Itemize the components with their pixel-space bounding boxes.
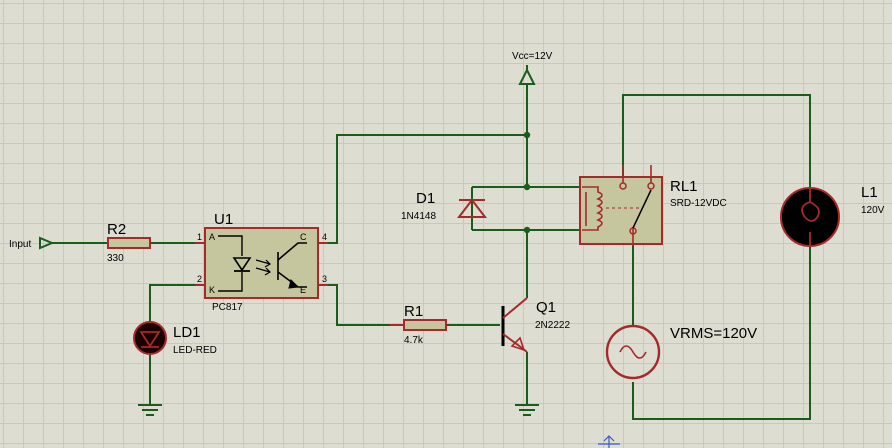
l1-filament-icon <box>801 188 820 246</box>
u1-cathode-label: K <box>209 285 215 295</box>
ac-sine-icon <box>619 345 647 359</box>
u1-light-arrow-icon <box>255 259 271 276</box>
vcc-terminal[interactable]: Vcc=12V <box>512 51 553 85</box>
l1-value-label: 120V <box>861 205 885 216</box>
rl1-coil-icon <box>582 186 603 231</box>
rl1-switch-arm <box>632 189 652 229</box>
ld1-value-label: LED-RED <box>173 345 217 356</box>
wire-u1pin4-vcc <box>318 134 527 244</box>
l1-ref-label: L1 <box>861 184 878 201</box>
relay-rl1[interactable]: RL1 SRD-12VDC <box>579 165 727 246</box>
junction-vcc <box>523 131 531 139</box>
origin-marker <box>598 435 620 448</box>
r2-value-label: 330 <box>107 253 124 264</box>
resistor-r2[interactable]: R2 330 <box>107 221 151 264</box>
u1-pin3-label: 3 <box>322 274 327 284</box>
ld1-body <box>133 321 167 355</box>
q1-emitter-arrow <box>510 336 526 352</box>
q1-ref-label: Q1 <box>536 299 556 316</box>
input-arrow-icon <box>39 236 55 250</box>
rl1-value-label: SRD-12VDC <box>670 198 727 209</box>
ac-label: VRMS=120V <box>670 325 757 342</box>
vcc-arrow-icon <box>518 67 536 85</box>
ac-body <box>605 324 661 380</box>
ld1-diode-icon <box>139 331 161 348</box>
rl1-contact-lines <box>622 165 652 246</box>
d1-diode-icon <box>456 198 488 218</box>
wire-u1pin3-r1 <box>318 284 390 326</box>
u1-emitter-arrow <box>288 279 300 289</box>
input-label: Input <box>9 239 31 250</box>
r2-body <box>107 237 151 249</box>
u1-led-wires <box>218 235 243 292</box>
d1-value-label: 1N4148 <box>401 211 436 222</box>
diode-d1[interactable]: D1 1N4148 <box>401 190 488 222</box>
u1-collector-label: C <box>300 232 307 242</box>
u1-led-icon <box>232 257 252 272</box>
r1-ref-label: R1 <box>404 303 423 320</box>
r1-value-label: 4.7k <box>404 335 424 346</box>
d1-ref-label: D1 <box>416 190 435 207</box>
u1-pin2-label: 2 <box>197 274 202 284</box>
resistor-r1[interactable]: R1 4.7k <box>390 303 447 346</box>
ac-source[interactable]: VRMS=120V <box>605 324 757 380</box>
crosshair-icon <box>598 435 620 448</box>
r1-body <box>403 319 447 331</box>
ground-icon <box>515 404 539 416</box>
transistor-q1[interactable]: Q1 2N2222 <box>501 297 570 353</box>
junction-d1-top <box>523 183 531 191</box>
r2-ref-label: R2 <box>107 221 126 238</box>
wire-u1pin2-led <box>149 284 205 322</box>
u1-pin4-label: 4 <box>322 232 327 242</box>
junctions <box>523 131 531 234</box>
q1-value-label: 2N2222 <box>535 320 570 331</box>
rl1-nc-contact <box>619 182 627 190</box>
wire-relay-no-lamp <box>622 94 811 188</box>
u1-ref-label: U1 <box>214 211 233 228</box>
led-ld1[interactable]: LD1 LED-RED <box>133 321 217 356</box>
u1-value-label: PC817 <box>212 302 243 313</box>
u1-pin-stubs <box>195 242 328 286</box>
u1-emitter-label: E <box>300 285 306 295</box>
u1-pin1-label: 1 <box>197 232 202 242</box>
wire-ac-bottom <box>632 245 811 420</box>
wires <box>52 85 811 420</box>
ground-symbol-led <box>138 404 162 416</box>
optocoupler-u1[interactable]: U1 PC817 1 2 3 4 A K C E <box>195 211 328 313</box>
u1-anode-label: A <box>209 232 215 242</box>
vcc-label: Vcc=12V <box>512 51 553 62</box>
rl1-ref-label: RL1 <box>670 178 698 195</box>
ground-icon <box>138 404 162 416</box>
lamp-l1[interactable]: L1 120V <box>780 184 885 247</box>
rl1-no-contact <box>647 182 655 190</box>
ld1-ref-label: LD1 <box>173 324 201 341</box>
input-terminal[interactable]: Input <box>9 236 55 250</box>
junction-d1-bottom <box>523 226 531 234</box>
q1-transistor-icon <box>502 297 528 353</box>
ground-symbol-q1 <box>515 404 539 416</box>
